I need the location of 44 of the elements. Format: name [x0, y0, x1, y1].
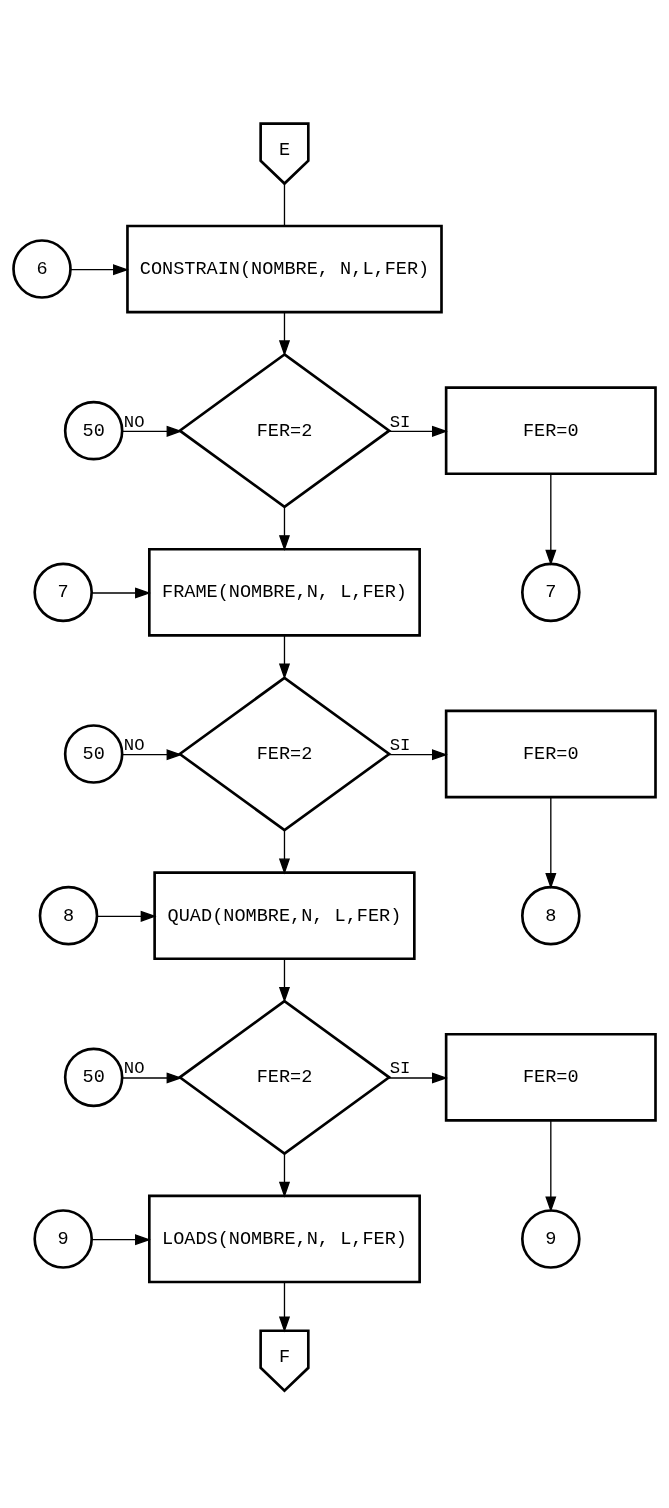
- edge-label: SI: [389, 1059, 411, 1079]
- arrow: [278, 1281, 291, 1333]
- node-box: FER=0: [444, 1032, 657, 1122]
- arrow: [121, 1072, 183, 1084]
- node-circle: 9: [521, 1209, 581, 1269]
- connector: [283, 183, 286, 227]
- arrow: [91, 1234, 151, 1246]
- arrow: [278, 829, 291, 875]
- arrow: [387, 749, 448, 761]
- edge-label: SI: [389, 412, 411, 432]
- edge-label: NO: [123, 412, 145, 432]
- arrow: [278, 1153, 291, 1198]
- node-box: FRAME(NOMBRE,N, L,FER): [148, 547, 421, 637]
- node-box: CONSTRAIN(NOMBRE, N,L,FER): [126, 224, 443, 314]
- node-circle: 7: [33, 562, 93, 623]
- arrow: [96, 910, 157, 922]
- arrow: [278, 635, 291, 680]
- node-circle: 8: [38, 885, 99, 946]
- node-circle: 7: [521, 562, 581, 623]
- edge-label: NO: [123, 735, 145, 755]
- node-box: FER=0: [444, 386, 657, 476]
- node-circle: 6: [12, 239, 72, 299]
- node-circle: 9: [33, 1209, 93, 1269]
- node-circle: 50: [63, 400, 124, 461]
- arrow: [278, 958, 291, 1003]
- arrow: [278, 311, 291, 357]
- arrow: [278, 506, 291, 552]
- arrow: [545, 796, 557, 890]
- arrow: [70, 264, 129, 276]
- arrow: [387, 1072, 448, 1084]
- arrow: [91, 587, 151, 599]
- arrow: [121, 425, 183, 437]
- arrow: [387, 425, 448, 437]
- arrow: [545, 473, 557, 566]
- arrow: [545, 1119, 557, 1213]
- node-box: QUAD(NOMBRE,N, L,FER): [153, 871, 416, 961]
- arrow: [121, 749, 183, 761]
- node-circle: 50: [63, 1047, 124, 1108]
- node-box: LOADS(NOMBRE,N, L,FER): [148, 1194, 421, 1284]
- edge-label: SI: [389, 735, 411, 755]
- node-circle: 50: [63, 724, 124, 784]
- edge-label: NO: [123, 1059, 145, 1079]
- node-circle: 8: [521, 885, 581, 946]
- node-box: FER=0: [444, 709, 657, 799]
